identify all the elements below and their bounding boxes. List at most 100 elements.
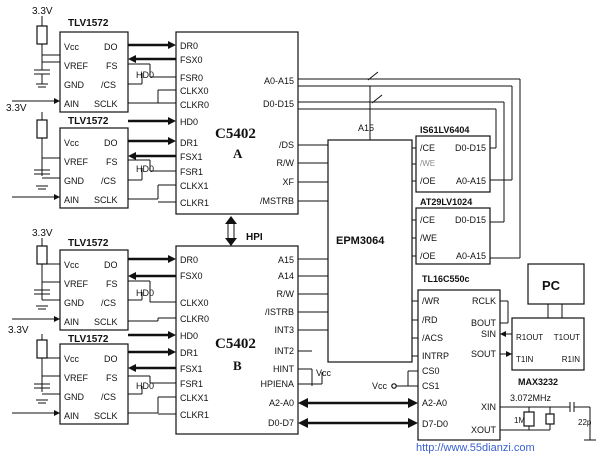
adc-2-part: TLV1572 [68,116,109,127]
adc-4-pin-gnd: GND [64,392,85,402]
watermark: http://www.55dianzi.com [416,442,535,454]
adc-3-pin-vcc: Vcc [64,260,80,270]
dsp-b-pin-fsx0: FSX0 [180,271,203,281]
uart-pin-xout: XOUT [471,425,497,435]
cap-22p-label: 22p [578,418,592,427]
adc-1-pin-fs: FS [106,61,118,71]
max232-pin-r1in: R1IN [562,355,580,364]
adc-2-pin-gnd: GND [64,176,85,186]
dsp-a-pin-clkr0: CLKR0 [180,100,209,110]
dsp-a-pin-addr: A0-A15 [264,76,294,86]
adc-2-pin-do: DO [104,138,118,148]
dsp-b-part: C5402 [215,336,256,352]
dsp-a-pin-fsx0: FSX0 [180,55,203,65]
adc-1-pin-vcc: Vcc [64,42,80,52]
adc-1-pin-gnd: GND [64,80,85,90]
vcc-label-dsp: Vcc [316,368,332,378]
dsp-b-pin-a15: A15 [278,255,294,265]
adc-4-pin-sclk: SCLK [94,411,118,421]
dsp-b-pin-rw: R/W [277,289,295,299]
adc-4-pin-ain: AIN [64,411,79,421]
dsp-b-pin-clkx1: CLKX1 [180,393,209,403]
dsp-a: C5402 A DR0 FSX0 FSR0 CLKX0 CLKR0 HD0 DR… [175,31,299,215]
dsp-a-pin-mstrb: /MSTRB [260,196,294,206]
sram-pin-oe: /OE [420,176,436,186]
adc-2-pin-fs: FS [106,157,118,167]
uart-chip [417,289,501,441]
max232-pin-r1out: R1OUT [516,333,543,342]
adc-2-pin-vcc: Vcc [64,138,80,148]
uart-part: TL16C550c [422,274,470,284]
adc-2-pin-ain: AIN [64,195,79,205]
adc-1-pin-cs: /CS [101,80,116,90]
adc-4-chip [59,343,129,425]
adc-3-supply-label: 3.3V [32,228,53,239]
serial-port-wiring: HD0 HD0 HD0 HD0 [128,41,176,415]
uart-pin-rclk: RCLK [472,296,496,306]
dsp-b-chip [175,245,299,435]
crystal-label: 3.072MHz [510,393,552,403]
adc-3-pin-vref: VREF [64,279,89,289]
adc-4-pin-vref: VREF [64,373,89,383]
adc-4: 3.3V TLV1572 Vcc VREF GND AIN DO FS /CS … [8,325,129,425]
hpi-link: HPI [225,216,263,246]
dsp-a-pin-fsx1: FSX1 [180,152,203,162]
uart-pin-acs: /ACS [422,333,443,343]
hpi-label: HPI [246,232,263,243]
adc-1-part: TLV1572 [68,18,109,29]
uart-pin-sout: SOUT [471,349,497,359]
cpld-part: EPM3064 [336,235,385,247]
flash: AT29LV1024 /CE D0-D15 /WE /OE A0-A15 [412,197,491,265]
dsp-b-pin-hpiena: HPIENA [260,379,294,389]
dsp-a-pin-dr1: DR1 [180,138,198,148]
cpld-chip [327,139,413,363]
adc-3-part: TLV1572 [68,238,109,249]
adc-1-pin-sclk: SCLK [94,99,118,109]
pc-host: PC [527,263,585,318]
dsp-a-pin-clkx0: CLKX0 [180,86,209,96]
max232-pin-t1out: T1OUT [554,333,580,342]
adc-4-supply-label: 3.3V [8,325,29,336]
flash-chip [415,207,491,265]
dsp-b-to-cpld: Vcc [298,258,332,386]
dsp-a-pin-xf: XF [282,177,294,187]
adc-1-chip [59,31,129,113]
resistor-1m-label: 1M [514,416,525,425]
adc-3-chip [59,249,129,331]
uart-pin-wr: /WR [422,296,440,306]
sram-pin-we: /WE [420,159,435,168]
dsp-a-part: C5402 [215,126,256,142]
hd0-label-b0: HD0 [136,288,154,298]
pc-box [527,263,585,305]
hd0-label-a0: HD0 [136,70,154,80]
vcc-label-uart: Vcc [372,381,388,391]
dsp-b-pin-d0d7: D0-D7 [268,418,294,428]
hd0-label-b1: HD0 [136,381,154,391]
max232-pin-t1in: T1IN [516,355,534,364]
dsp-b-pin-dr1: DR1 [180,348,198,358]
flash-pin-data: D0-D15 [455,215,486,225]
dsp-b-pin-int3: INT3 [274,325,294,335]
crystal-symbol [545,413,555,425]
dsp-b-pin-hint: HINT [273,364,294,374]
adc-2-supply-label: 3.3V [6,103,27,114]
uart-pin-a2a0: A2-A0 [422,398,447,408]
adc-3-pin-gnd: GND [64,298,85,308]
adc-3-resistor [36,245,48,265]
max232-chip [511,317,585,371]
dsp-b-pin-a14: A14 [278,271,294,281]
sram-pin-ce: /CE [420,143,435,153]
dsp-b-pin-clkr0: CLKR0 [180,314,209,324]
hd0-label-a1: HD0 [136,164,154,174]
dsp-a-unit: A [233,146,243,161]
max232-part: MAX3232 [518,377,558,387]
dsp-a-pin-clkx1: CLKX1 [180,181,209,191]
uart-pin-intrp: INTRP [422,351,449,361]
sram-chip [415,135,491,193]
uart-pin-d7d0: D7-D0 [422,419,448,429]
dsp-b-pin-dr0: DR0 [180,255,198,265]
adc-2-pin-vref: VREF [64,157,89,167]
adc-1-resistor [36,25,48,45]
uart-pin-bout: BOUT [471,318,497,328]
adc-4-pin-fs: FS [106,373,118,383]
